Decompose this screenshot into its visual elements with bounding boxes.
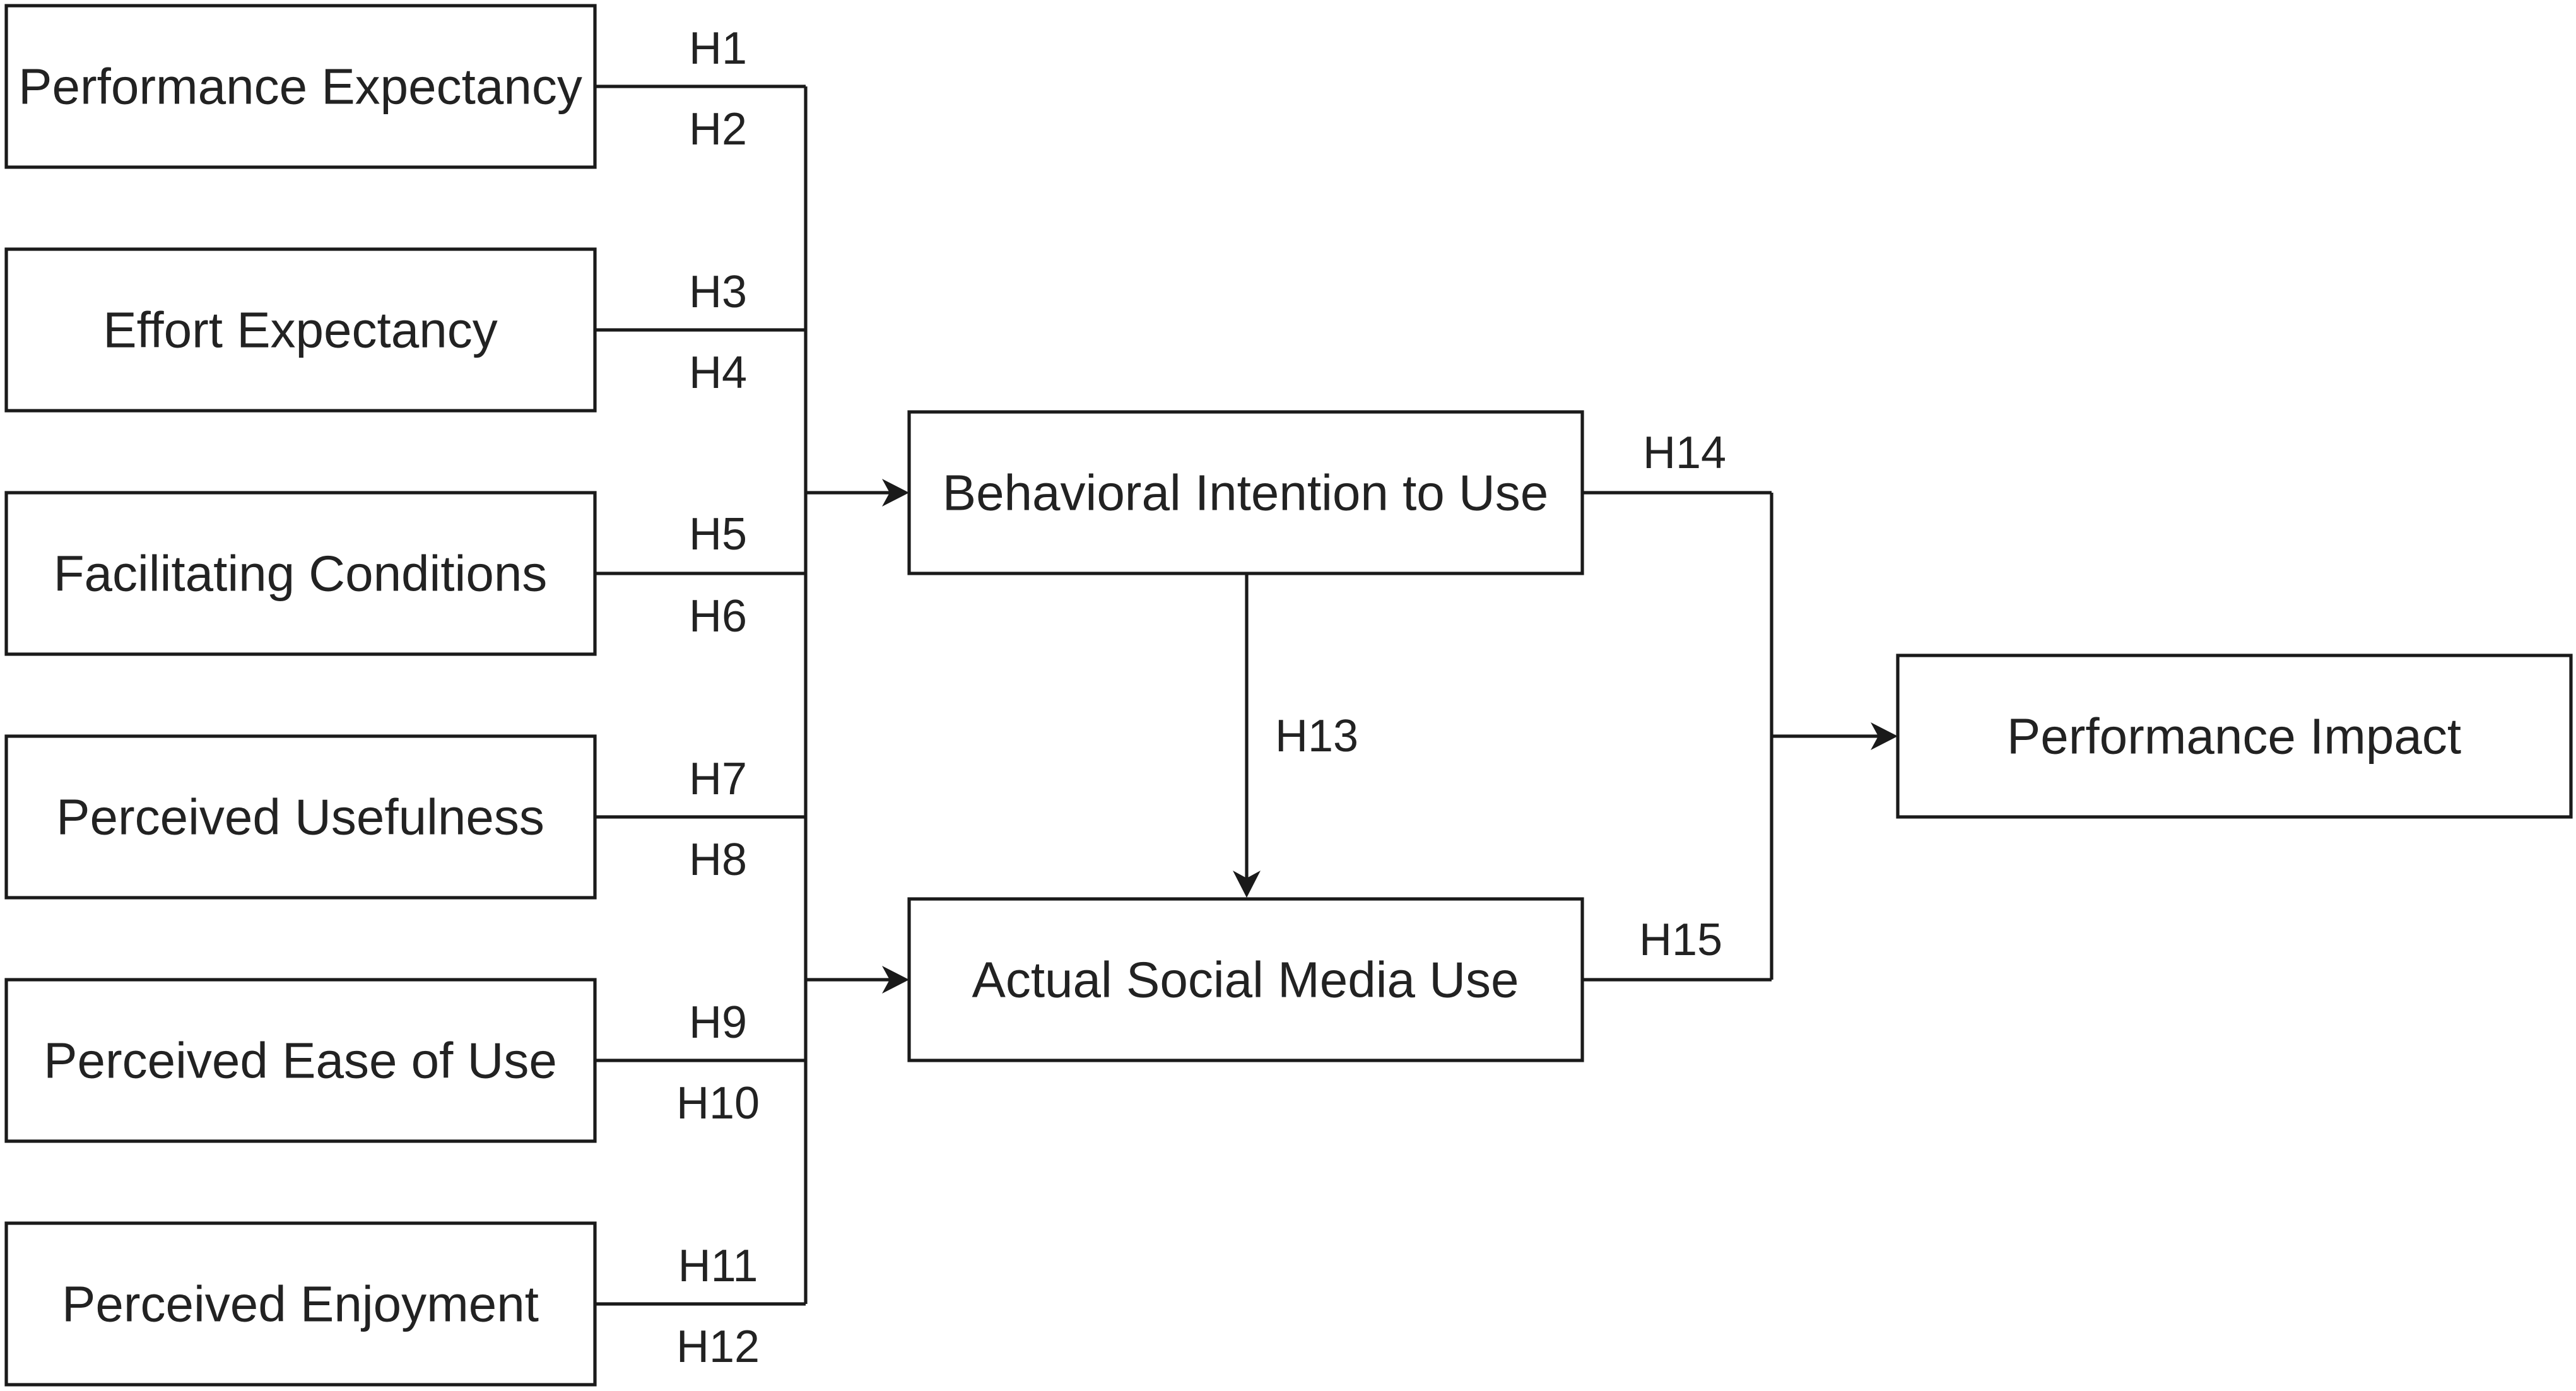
hypothesis-label-h3: H3	[689, 267, 747, 317]
hypothesis-label-h10: H10	[676, 1078, 760, 1129]
node-effort-expectancy: Effort Expectancy	[4, 247, 597, 413]
node-perceived-enjoyment-label: Perceived Enjoyment	[62, 1276, 539, 1332]
hypothesis-label-h12: H12	[676, 1322, 760, 1372]
node-perceived-usefulness: Perceived Usefulness	[4, 734, 597, 900]
hypothesis-label-h2: H2	[689, 104, 747, 155]
node-facilitating-conditions: Facilitating Conditions	[4, 491, 597, 656]
node-performance-impact-label: Performance Impact	[2007, 708, 2461, 765]
node-behavioral-intention: Behavioral Intention to Use	[907, 410, 1584, 575]
hypothesis-label-h1: H1	[689, 23, 747, 74]
node-performance-expectancy-label: Performance Expectancy	[18, 59, 582, 115]
node-effort-expectancy-label: Effort Expectancy	[103, 302, 498, 358]
node-actual-social-media-use: Actual Social Media Use	[907, 897, 1584, 1062]
hypothesis-labels: H1 H2 H3 H4 H5 H6 H7 H8 H9 H10 H11 H12 H…	[676, 23, 1726, 1372]
hypothesis-label-h13: H13	[1275, 711, 1358, 761]
hypothesis-label-h5: H5	[689, 509, 747, 560]
node-perceived-usefulness-label: Perceived Usefulness	[56, 789, 544, 845]
hypothesis-label-h9: H9	[689, 997, 747, 1048]
node-perceived-ease-of-use: Perceived Ease of Use	[4, 978, 597, 1143]
hypothesis-label-h8: H8	[689, 835, 747, 885]
node-behavioral-intention-label: Behavioral Intention to Use	[943, 465, 1549, 521]
node-performance-expectancy: Performance Expectancy	[4, 4, 597, 169]
hypothesis-label-h15: H15	[1639, 915, 1722, 965]
hypothesis-label-h7: H7	[689, 754, 747, 804]
hypothesis-label-h4: H4	[689, 348, 747, 398]
arrowhead-h13	[1233, 871, 1261, 898]
hypothesis-label-h6: H6	[689, 591, 747, 642]
node-perceived-enjoyment: Perceived Enjoyment	[4, 1221, 597, 1387]
arrowhead-behavioral-intention	[882, 479, 909, 507]
node-actual-social-media-use-label: Actual Social Media Use	[972, 952, 1519, 1008]
node-facilitating-conditions-label: Facilitating Conditions	[54, 546, 548, 602]
node-perceived-ease-of-use-label: Perceived Ease of Use	[44, 1033, 557, 1089]
hypothesis-label-h11: H11	[678, 1241, 758, 1291]
arrowhead-actual-use	[882, 966, 909, 994]
arrowhead-performance-impact	[1871, 722, 1898, 750]
node-performance-impact: Performance Impact	[1896, 654, 2573, 819]
hypothesis-label-h14: H14	[1643, 428, 1726, 478]
connectors	[595, 85, 1898, 1306]
